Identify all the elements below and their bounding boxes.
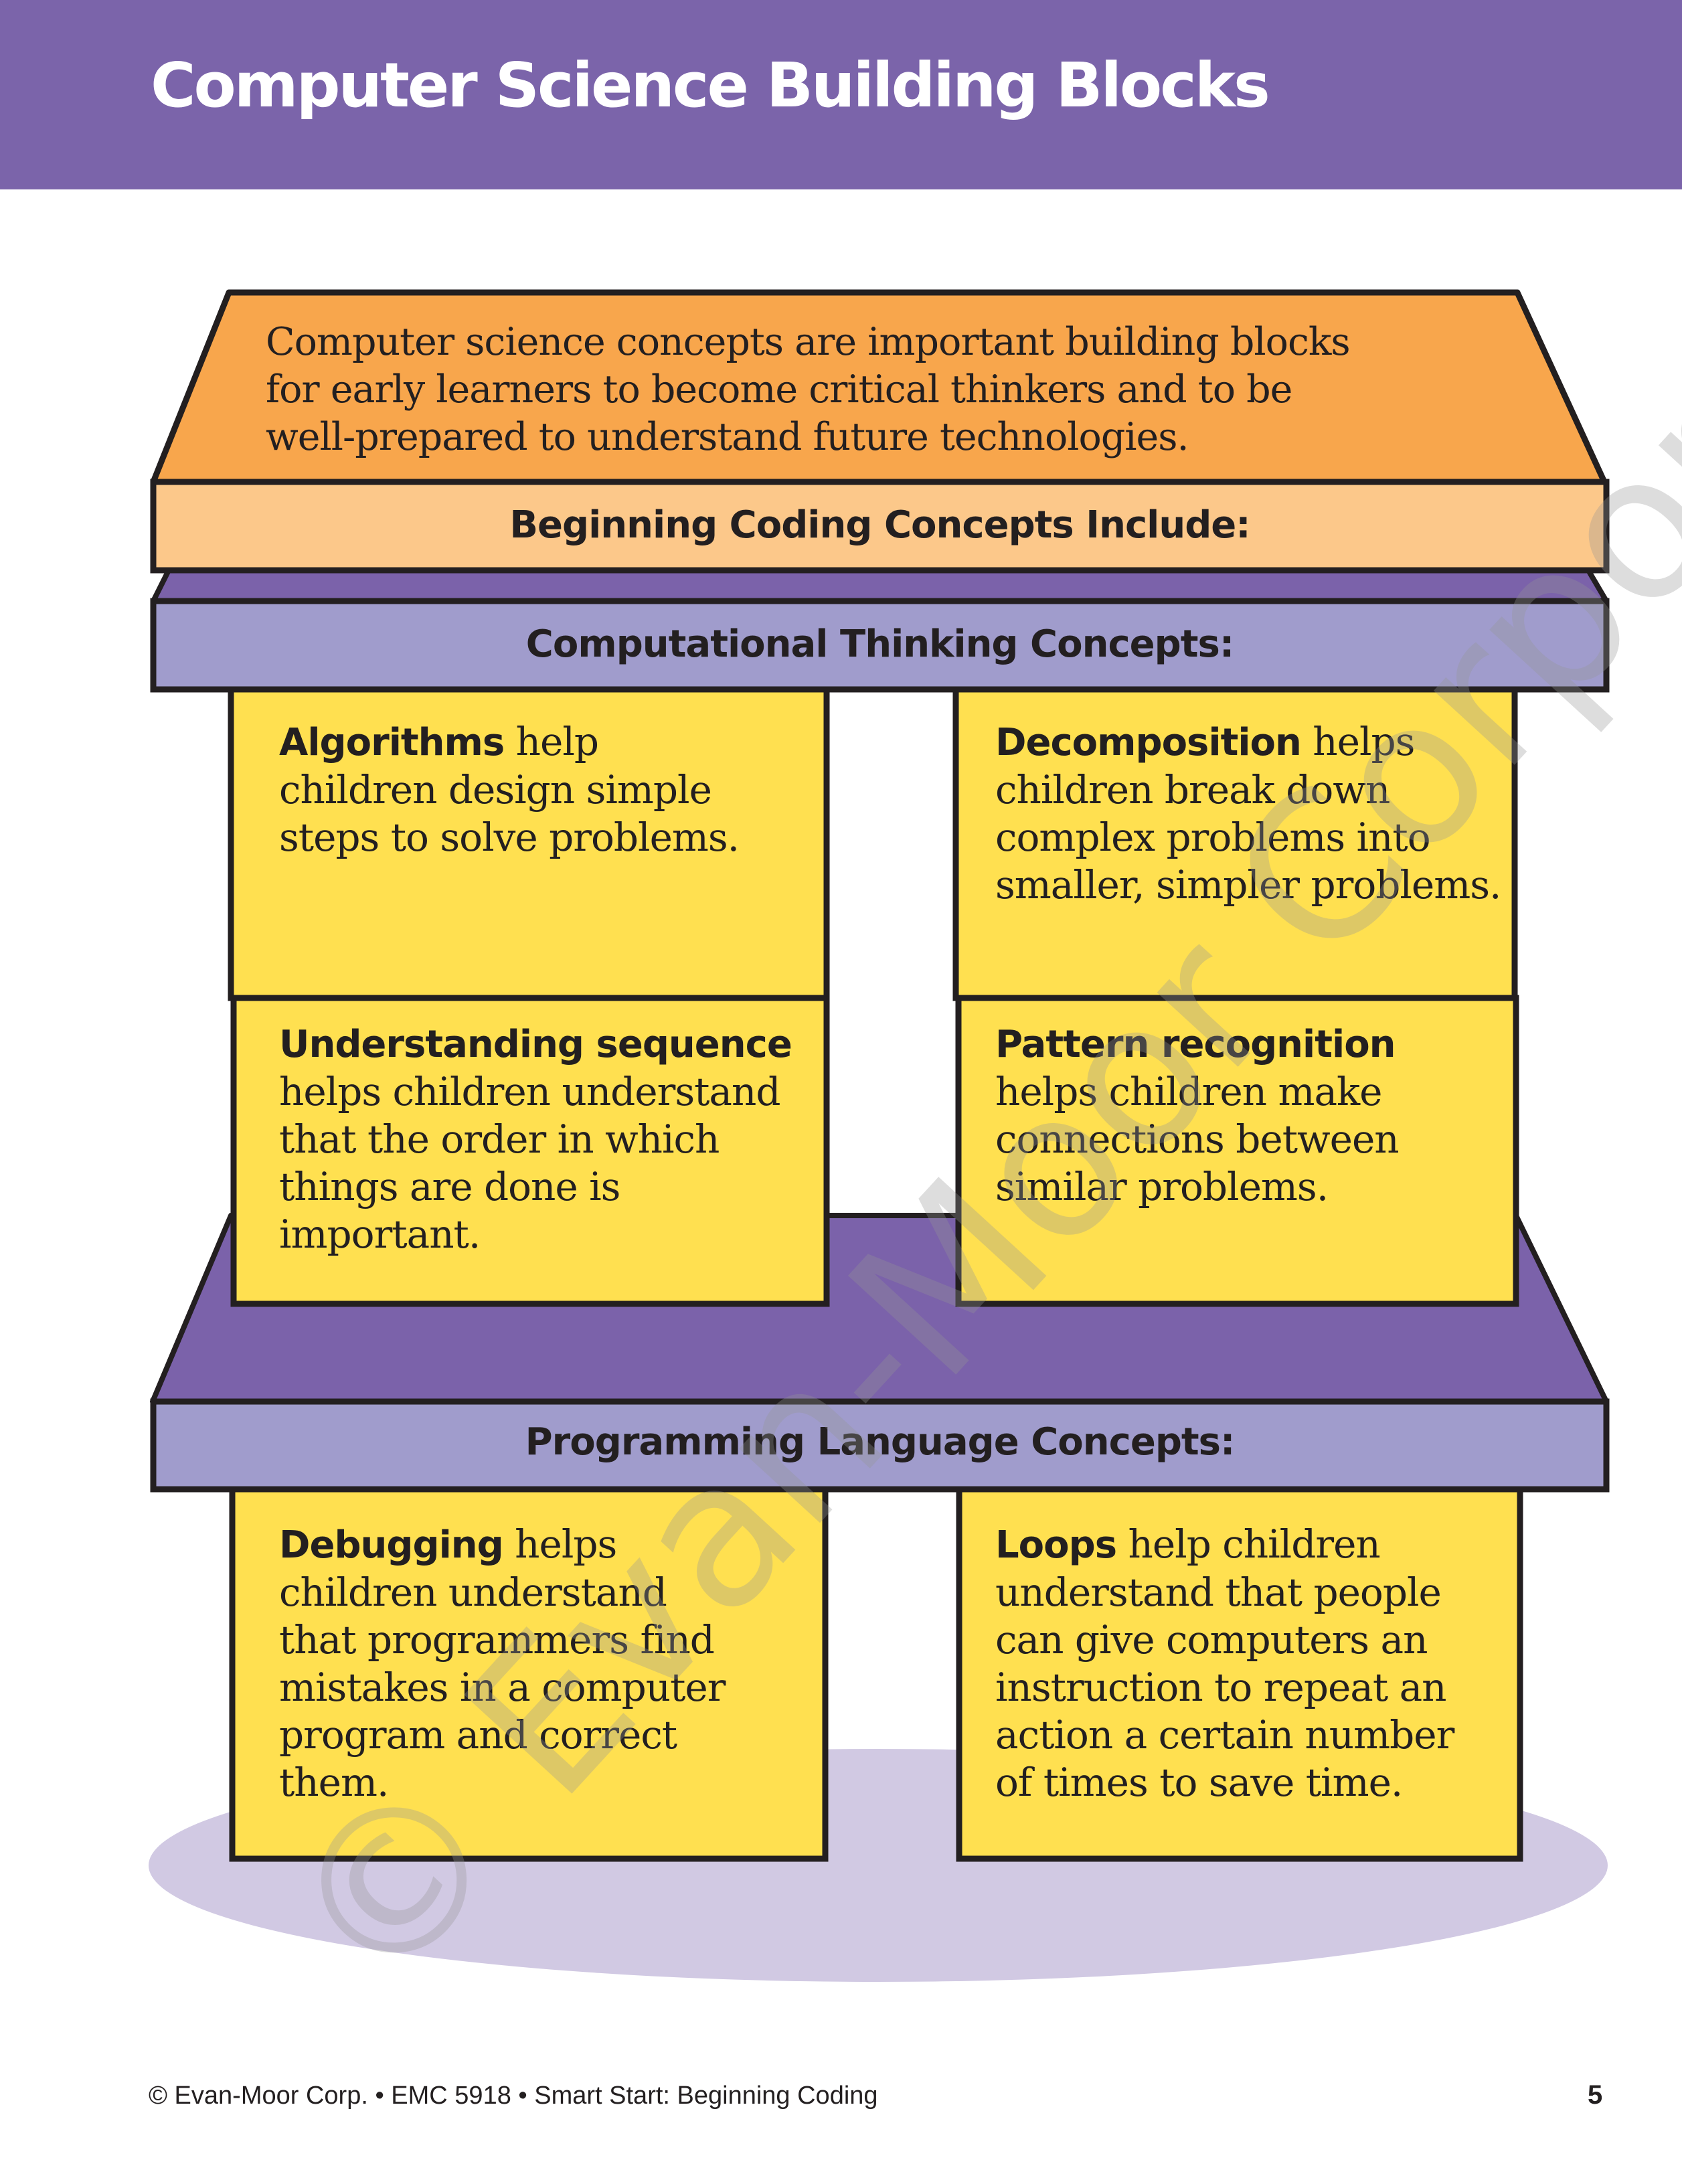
block-loops: Loops help children understand that peop… — [995, 1521, 1454, 1807]
block-term: Pattern recognition — [995, 1023, 1396, 1066]
page-number: 5 — [1588, 2080, 1603, 2110]
block-line: helps — [1300, 719, 1415, 764]
block-algorithms-bg — [228, 686, 830, 1001]
intro-line: Computer science concepts are important … — [266, 320, 1351, 364]
block-line: helps — [503, 1521, 617, 1567]
block-line: helps children understand — [279, 1069, 780, 1114]
block-line: of times to save time. — [995, 1760, 1403, 1805]
block-loops-bg — [956, 1486, 1523, 1862]
block-line: can give computers an — [995, 1617, 1428, 1663]
block-line: them. — [279, 1760, 389, 1805]
block-line: helps children make — [995, 1069, 1383, 1114]
computational-band — [150, 598, 1610, 693]
block-line: that the order in which — [279, 1116, 720, 1162]
block-term: Understanding sequence — [279, 1023, 792, 1066]
block-pattern-recognition: Pattern recognition helps children make … — [995, 1020, 1400, 1211]
beginning-coding-heading: Beginning Coding Concepts Include: — [509, 503, 1250, 547]
block-decomposition-bg — [952, 686, 1518, 1001]
block-understanding-sequence: Understanding sequence helps children un… — [279, 1020, 792, 1258]
programming-language-heading: Programming Language Concepts: — [525, 1420, 1236, 1464]
block-term: Debugging — [279, 1523, 504, 1567]
block-line: steps to solve problems. — [279, 815, 740, 860]
block-pattern-bg — [955, 995, 1519, 1307]
block-line: help children — [1116, 1521, 1380, 1567]
intro-line: for early learners to become critical th… — [266, 367, 1292, 412]
intro-text: Computer science concepts are important … — [266, 319, 1351, 461]
page-title: Computer Science Building Blocks — [151, 50, 1270, 121]
block-line: instruction to repeat an — [995, 1665, 1447, 1710]
block-line: complex problems into — [995, 815, 1431, 860]
block-line: help — [504, 719, 599, 764]
header-band — [0, 0, 1682, 189]
block-line: mistakes in a computer — [279, 1665, 726, 1710]
upper-slab — [151, 568, 1609, 604]
computational-thinking-heading: Computational Thinking Concepts: — [525, 622, 1234, 666]
footer-credit: © Evan-Moor Corp. • EMC 5918 • Smart Sta… — [149, 2082, 878, 2110]
block-line: understand that people — [995, 1570, 1442, 1615]
block-line: action a certain number — [995, 1712, 1454, 1758]
programming-band — [150, 1398, 1610, 1493]
beginning-band — [150, 479, 1610, 574]
block-term: Decomposition — [995, 721, 1302, 764]
block-term: Algorithms — [279, 721, 505, 764]
intro-line: well-prepared to understand future techn… — [266, 415, 1189, 459]
block-line: children design simple — [279, 767, 712, 813]
block-line: that programmers find — [279, 1617, 715, 1663]
block-line: similar problems. — [995, 1164, 1329, 1209]
block-term: Loops — [995, 1523, 1117, 1567]
block-debugging-bg — [229, 1486, 829, 1862]
block-decomposition: Decomposition helps children break down … — [995, 718, 1501, 909]
block-algorithms: Algorithms help children design simple s… — [279, 718, 740, 861]
block-line: important. — [279, 1211, 481, 1257]
block-sequence-bg — [230, 995, 830, 1307]
block-line: children break down — [995, 767, 1390, 813]
block-line: program and correct — [279, 1712, 677, 1758]
block-line: connections between — [995, 1116, 1400, 1162]
block-line: children understand — [279, 1570, 667, 1615]
block-line: things are done is — [279, 1164, 620, 1209]
block-debugging: Debugging helps children understand that… — [279, 1521, 726, 1807]
block-line: smaller, simpler problems. — [995, 862, 1501, 908]
